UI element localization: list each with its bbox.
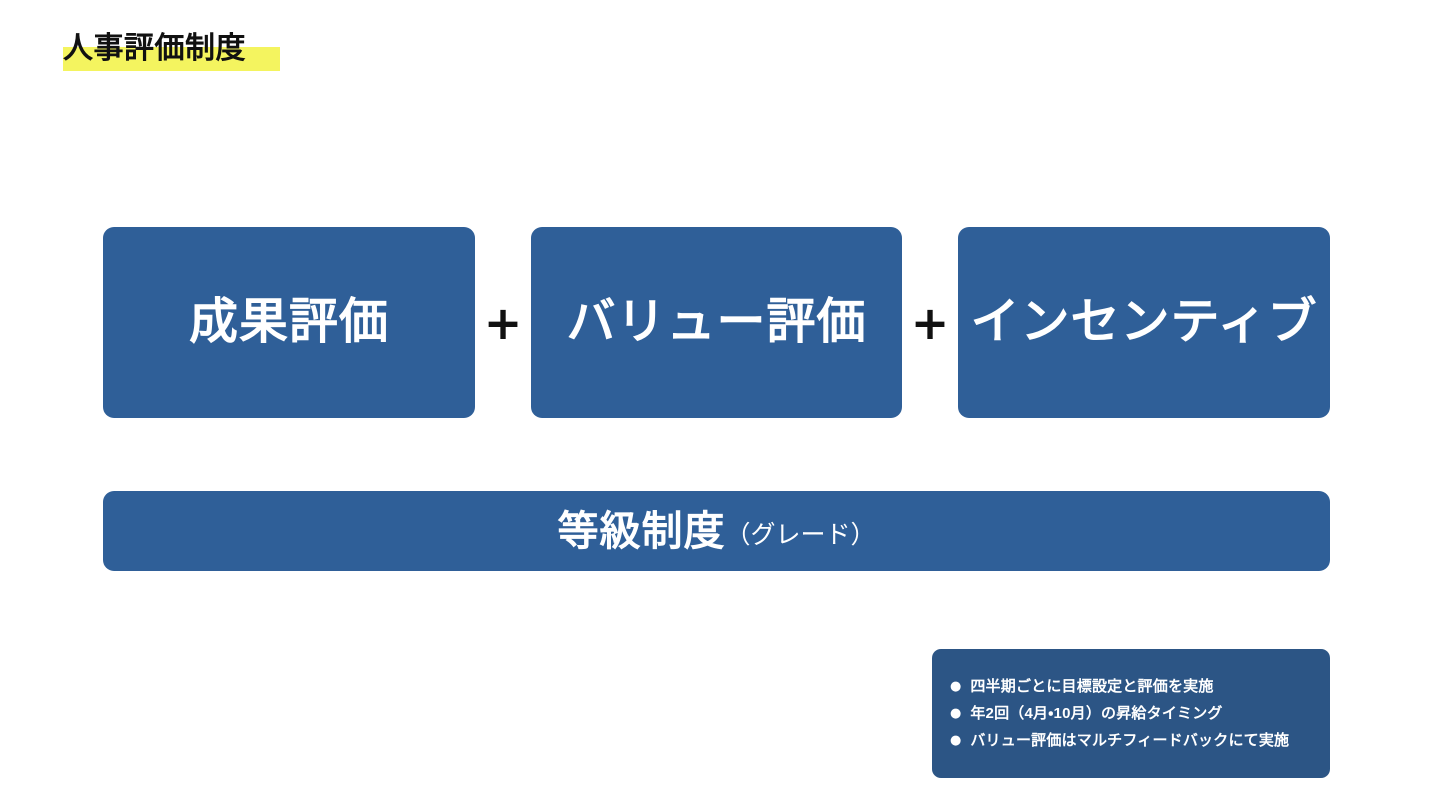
list-item: ● バリュー評価はマルチフィードバックにて実施 [950,732,1314,750]
bullet-dot-icon: ● [950,678,962,694]
page-title: 人事評価制度 [63,32,246,65]
note-text: 四半期ごとに目標設定と評価を実施 [970,677,1214,695]
grade-system-bar[interactable]: 等級制度（グレード） [103,491,1330,571]
grade-system-main-label: 等級制度 [557,507,726,554]
evaluation-box-value-label: バリュー評価 [566,295,867,349]
note-text: 年2回（4月・10月）の昇給タイミング [970,704,1223,722]
evaluation-box-value[interactable]: バリュー評価 [531,227,902,418]
evaluation-box-outcome-label: 成果評価 [188,295,389,349]
evaluation-box-incentive[interactable]: インセンティブ [958,227,1330,418]
evaluation-box-outcome[interactable]: 成果評価 [103,227,475,418]
evaluation-box-incentive-label: インセンティブ [970,295,1318,349]
bullet-dot-icon: ● [950,732,962,748]
list-item: ● 年2回（4月・10月）の昇給タイミング [950,705,1314,723]
plus-operator-icon-2: + [910,295,950,350]
plus-operator-icon-1: + [483,295,523,350]
grade-system-sub-label: （グレード） [725,520,876,549]
note-text: バリュー評価はマルチフィードバックにて実施 [970,731,1290,749]
title-highlight-marker [63,47,280,71]
bullet-dot-icon: ● [950,705,962,721]
notes-panel: ● 四半期ごとに目標設定と評価を実施 ● 年2回（4月・10月）の昇給タイミング… [932,649,1330,778]
evaluation-formula-row: 成果評価 + バリュー評価 + インセンティブ [0,227,1440,418]
list-item: ● 四半期ごとに目標設定と評価を実施 [950,678,1314,696]
